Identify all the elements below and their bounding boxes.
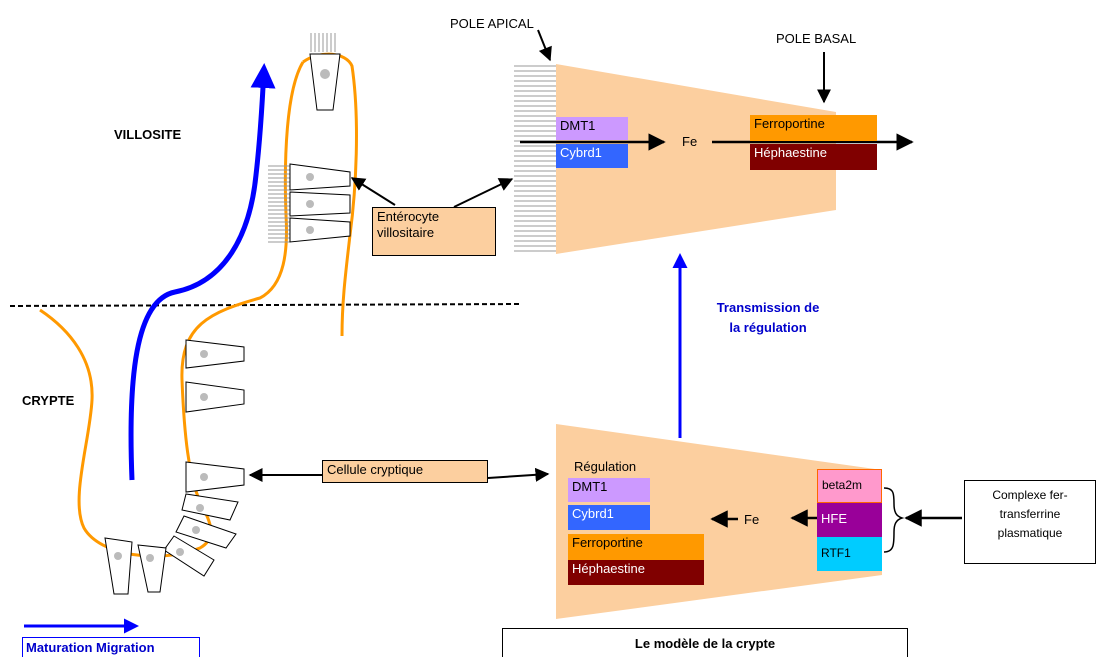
modele-crypte-label: Le modèle de la crypte — [502, 628, 908, 657]
ferroportine-lower-box: Ferroportine — [568, 534, 704, 560]
cybrd1-lower-box: Cybrd1 — [568, 505, 650, 530]
beta2m-box: beta2m — [817, 469, 882, 503]
transmission-line2: la régulation — [729, 320, 807, 335]
enterocyte-label-line1: Entérocyte — [377, 209, 440, 224]
enterocyte-to-cell-arrow — [453, 178, 514, 208]
cybrd1-upper-box: Cybrd1 — [556, 144, 628, 168]
cellule-cryptique-box: Cellule cryptique — [322, 460, 488, 483]
cryptic-cell-right-arrow — [487, 467, 550, 482]
hfe-box: HFE — [817, 503, 882, 537]
enterocyte-label-line2: villositaire — [377, 225, 435, 240]
dmt1-upper-box: DMT1 — [556, 117, 628, 140]
ferroportine-upper-box: Ferroportine — [750, 115, 877, 141]
brush-border-side — [268, 165, 290, 243]
pole-basal-label: POLE BASAL — [776, 31, 857, 46]
transmission-line1: Transmission de — [716, 300, 820, 315]
complexe-line1: Complexe fer- — [992, 488, 1068, 502]
complexe-line2: transferrine — [999, 507, 1061, 521]
regulation-label: Régulation — [574, 459, 637, 474]
crypt-villus-boundary — [9, 303, 521, 307]
fe-lower-label: Fe — [744, 512, 760, 527]
enterocyte-villositaire-box: Entérocyte villositaire — [372, 207, 496, 256]
hephaestine-lower-box: Héphaestine — [568, 560, 704, 585]
complexe-line3: plasmatique — [997, 526, 1063, 540]
villosite-label: VILLOSITE — [114, 127, 182, 142]
villus-outline — [302, 52, 358, 337]
pole-apical-label: POLE APICAL — [450, 16, 534, 31]
complexe-fer-transferrine-box: Complexe fer- transferrine plasmatique — [964, 480, 1096, 564]
pole-apical-arrow — [537, 29, 552, 62]
crypte-label: CRYPTE — [22, 393, 75, 408]
villus-enterocytes — [289, 163, 351, 243]
enterocyte-to-villus-arrow — [350, 177, 396, 206]
brush-border-top — [310, 33, 336, 52]
transmission-label: Transmission de la régulation — [696, 300, 840, 336]
fe-upper-label: Fe — [682, 134, 698, 149]
migration-arrow — [128, 63, 276, 481]
rtf1-box: RTF1 — [817, 537, 882, 571]
apical-brush-border — [514, 65, 556, 252]
hephaestine-upper-box: Héphaestine — [750, 144, 877, 170]
enterocyte-top — [309, 53, 341, 111]
villus-enterocyte-cell — [556, 64, 836, 254]
maturation-migration-label: Maturation Migration — [22, 637, 200, 657]
receptor-brace — [883, 487, 905, 553]
crypt-cells — [104, 339, 245, 595]
dmt1-lower-box: DMT1 — [568, 478, 650, 502]
